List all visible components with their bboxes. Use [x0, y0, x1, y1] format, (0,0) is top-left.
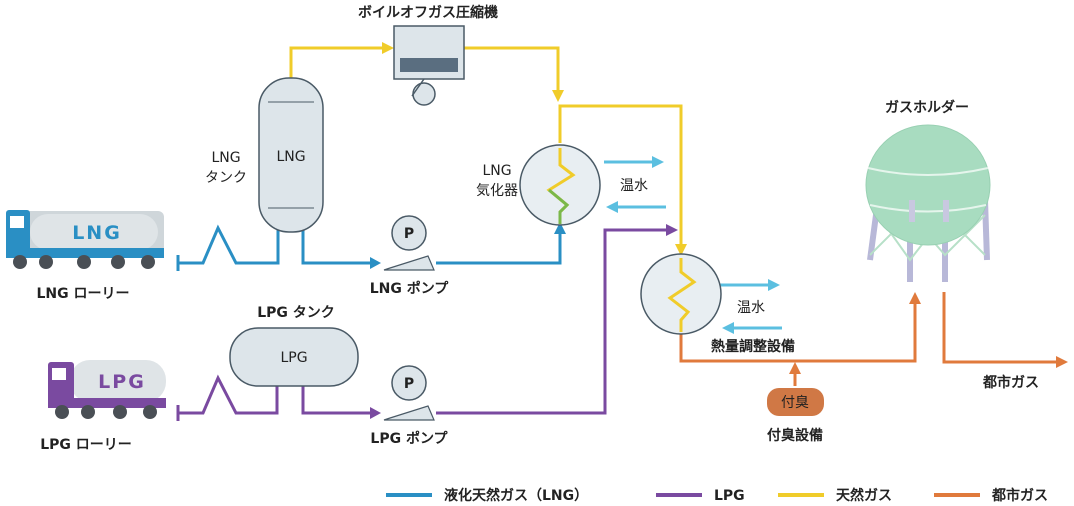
boiloff-arrow-down	[552, 90, 564, 102]
lpg-pump-p: P	[404, 376, 414, 392]
lpg-tank-body-label: LPG	[280, 350, 307, 366]
lng-pipe-pump-to-vaporizer	[436, 230, 562, 265]
lng-arrow-into-vaporizer	[554, 222, 566, 234]
city-gas-pipe-to-holder	[679, 302, 917, 363]
lpg-truck	[48, 360, 166, 419]
lng-pump-p: P	[404, 226, 414, 242]
odorant-facility-label: 付臭設備	[767, 427, 823, 444]
warm-water-label-1: 温水	[620, 178, 648, 194]
lng-tank-side-label-1: LNG	[211, 150, 240, 166]
warm-water-label-2: 温水	[737, 300, 765, 316]
lpg-pipe-tank-to-pump	[301, 380, 372, 415]
heat-adjust-coil	[667, 258, 697, 332]
legend-label-3: 都市ガス	[991, 487, 1048, 504]
lpg-arrow-into-pump	[370, 407, 381, 419]
lng-truck	[6, 210, 164, 269]
gas-pipe-vaporizer-out	[558, 104, 683, 246]
vaporizer-label-1: LNG	[482, 163, 511, 179]
lpg-tank	[229, 327, 359, 387]
boiloff-arrow-into-compressor	[382, 42, 394, 54]
legend-label-2: 天然ガス	[836, 487, 892, 504]
lng-pump-base	[383, 255, 435, 271]
legend: 液化天然ガス（LNG） LPG 天然ガス 都市ガス	[386, 487, 1048, 504]
gas-arrow-into-heat-adjust	[675, 244, 687, 256]
legend-label-0: 液化天然ガス（LNG）	[444, 487, 588, 504]
vaporizer-coil-liquid	[548, 188, 570, 224]
lpg-pump-base	[383, 405, 435, 421]
gas-holder-label: ガスホルダー	[885, 99, 969, 116]
warm-water-arrowhead-2	[606, 201, 618, 213]
lng-tank-body-label: LNG	[276, 149, 305, 165]
lpg-lorry-label: LPG ローリー	[40, 437, 132, 453]
city-gas-pipe-out	[942, 292, 1058, 364]
odorant-arrow	[789, 362, 801, 374]
lpg-truck-label: LPG	[98, 371, 146, 393]
compressor-motor	[412, 82, 436, 106]
heat-adjust-unit	[640, 253, 722, 335]
warm-water-arrowhead-1	[652, 156, 664, 168]
lng-lorry-label: LNG ローリー	[36, 286, 129, 302]
lpg-arrow-into-heat-adjust	[666, 224, 678, 236]
city-gas-arrow-out	[1056, 356, 1068, 368]
city-gas-arrow-into-holder	[909, 292, 921, 304]
lng-tank	[258, 77, 324, 233]
compressor-label: ボイルオフガス圧縮機	[358, 4, 498, 21]
lng-vaporizer	[519, 144, 601, 226]
heat-adjust-label: 熱量調整設備	[711, 338, 795, 355]
lpg-pipe-lorry-to-tank	[178, 374, 279, 415]
lpg-tank-title: LPG タンク	[257, 305, 335, 321]
lng-tank-side-label-2: タンク	[205, 170, 247, 186]
lpg-pipe-pump-to-heat-adjust	[436, 228, 668, 415]
gas-holder	[865, 124, 991, 282]
legend-label-1: LPG	[714, 488, 745, 504]
lng-pipe-lorry-to-tank	[178, 224, 280, 265]
boiloff-pipe-tank-to-compressor	[289, 46, 384, 80]
lng-pump-label: LNG ポンプ	[370, 280, 450, 297]
lpg-pump	[391, 365, 427, 401]
warm-water-arrowhead-4	[722, 322, 734, 334]
vaporizer-label-2: 気化器	[476, 183, 518, 199]
odorant-box-label: 付臭	[781, 395, 809, 411]
boiloff-pipe-compressor-out	[464, 46, 560, 92]
compressor-link	[411, 78, 425, 97]
lpg-pump-label: LPG ポンプ	[370, 430, 448, 447]
warm-water-arrowhead-3	[768, 279, 780, 291]
lng-truck-label: LNG	[72, 222, 122, 244]
odorant-box	[767, 388, 824, 416]
lng-arrow-into-pump	[370, 257, 381, 269]
lng-pump	[391, 215, 427, 251]
city-gas-label: 都市ガス	[982, 374, 1039, 391]
compressor-panel	[400, 58, 458, 72]
lng-pipe-tank-to-pump	[301, 228, 372, 265]
